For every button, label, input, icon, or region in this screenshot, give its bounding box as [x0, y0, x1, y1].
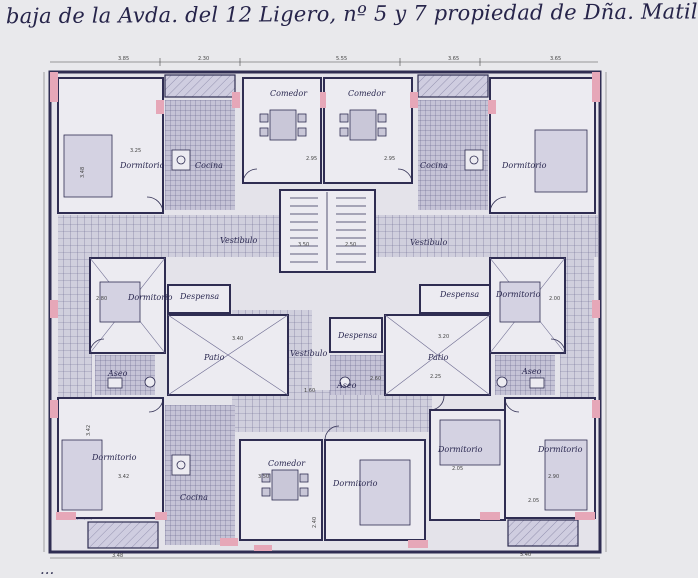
room-despensa-right — [419, 284, 491, 314]
dim-label: 2.95 — [384, 156, 395, 162]
stairwell — [279, 189, 376, 273]
dim-label: 2.00 — [549, 296, 560, 302]
dim-label: 2.90 — [548, 474, 559, 480]
label-vestibulo-left: Vestibulo — [220, 236, 257, 245]
dim-label: 5.55 — [336, 56, 347, 62]
dimension-annotations: 3.48 3.25 2.95 2.95 3.50 2.50 3.40 3.20 … — [80, 148, 560, 559]
label-despensa-center: Despensa — [337, 331, 377, 340]
label-dormitorio-e: Dormitorio — [495, 290, 541, 299]
bed-icon — [544, 439, 588, 511]
label-cocina-right: Cocina — [420, 161, 448, 170]
door-swings — [89, 168, 566, 441]
dim-label: 3.50 — [298, 242, 309, 248]
label-comedor-right: Comedor — [348, 89, 386, 98]
label-dormitorio-s1: Dormitorio — [332, 479, 378, 488]
patio-crosslines — [89, 257, 566, 396]
label-cocina-bottom: Cocina — [180, 493, 208, 502]
floor-plan-sheet: baja de la Avda. del 12 Ligero, nº 5 y 7… — [6, 0, 698, 578]
dim-label: 2.50 — [345, 242, 356, 248]
bed-icon — [99, 281, 141, 323]
room-despensa-center — [329, 317, 383, 353]
table-icon — [271, 469, 299, 501]
dim-label: 3.65 — [448, 56, 459, 62]
label-aseo-left: Aseo — [107, 369, 128, 378]
dim-label: 3.40 — [232, 336, 243, 342]
plan-footer: ... — [40, 560, 55, 578]
bed-icons — [61, 129, 588, 526]
dim-label: 2.05 — [528, 498, 539, 504]
pink-wall-accents — [50, 72, 600, 551]
label-dormitorio-se: Dormitorio — [537, 445, 583, 454]
floor-plan-drawing: 3.85 2.30 5.55 3.65 3.65 — [43, 56, 607, 559]
label-patio-left: Patio — [203, 353, 225, 362]
dim-label: 3.20 — [438, 334, 449, 340]
label-despensa-right: Despensa — [439, 290, 479, 299]
dim-label: 2.05 — [452, 466, 463, 472]
label-despensa-left: Despensa — [179, 292, 219, 301]
room-despensa-left — [167, 284, 231, 314]
top-dimension-line — [50, 58, 598, 66]
label-dormitorio-w: Dormitorio — [127, 293, 173, 302]
bed-icon — [63, 134, 113, 198]
dim-label: 2.60 — [370, 376, 381, 382]
dim-label: 2.30 — [198, 56, 209, 62]
toilet-icon — [144, 376, 156, 388]
dim-label: 2.25 — [430, 374, 441, 380]
balconies — [87, 74, 579, 549]
bed-icon — [534, 129, 588, 193]
dim-label: 3.42 — [86, 425, 92, 436]
label-vestibulo-right: Vestibulo — [410, 238, 447, 247]
dim-label: 3.85 — [118, 56, 129, 62]
dim-label: 3.65 — [550, 56, 561, 62]
label-dormitorio-ne: Dormitorio — [501, 161, 547, 170]
toilet-icon — [496, 376, 508, 388]
label-aseo-center: Aseo — [336, 381, 357, 390]
table-icon — [269, 109, 297, 141]
bath-fixture-icons — [107, 376, 545, 389]
label-dormitorio-nw: Dormitorio — [119, 161, 165, 170]
dim-label: 2.95 — [306, 156, 317, 162]
bed-icon — [439, 419, 501, 466]
dim-label: 1.60 — [304, 388, 315, 394]
stove-icons — [171, 149, 484, 476]
label-cocina-left: Cocina — [195, 161, 223, 170]
dim-label: 2.80 — [96, 296, 107, 302]
dim-label: 2.40 — [312, 517, 318, 528]
label-dormitorio-s2: Dormitorio — [437, 445, 483, 454]
dim-label: 3.48 — [112, 553, 123, 559]
label-patio-right: Patio — [427, 353, 449, 362]
side-dimension-lines — [43, 72, 607, 559]
dim-label: 3.42 — [118, 474, 129, 480]
label-dormitorio-sw: Dormitorio — [91, 453, 137, 462]
label-aseo-right: Aseo — [521, 367, 542, 376]
dim-label: 3.48 — [80, 167, 86, 178]
bed-icon — [61, 439, 103, 511]
bed-icon — [499, 281, 541, 323]
label-comedor-bottom: Comedor — [268, 459, 306, 468]
dim-label: 5.40 — [520, 552, 531, 558]
dining-table-icons — [259, 109, 387, 501]
bed-icon — [359, 459, 411, 526]
toilet-icon — [339, 376, 351, 388]
dim-label: 3.50 — [258, 474, 269, 480]
room-labels: Dormitorio Dormitorio Cocina Cocina Come… — [91, 89, 583, 502]
top-dimension-labels: 3.85 2.30 5.55 3.65 3.65 — [118, 56, 561, 62]
table-icon — [349, 109, 377, 141]
label-vestibulo-center: Vestibulo — [290, 349, 327, 358]
dim-label: 3.25 — [130, 148, 141, 154]
basin-icon — [107, 377, 123, 389]
label-comedor-left: Comedor — [270, 89, 308, 98]
basin-icon — [529, 377, 545, 389]
